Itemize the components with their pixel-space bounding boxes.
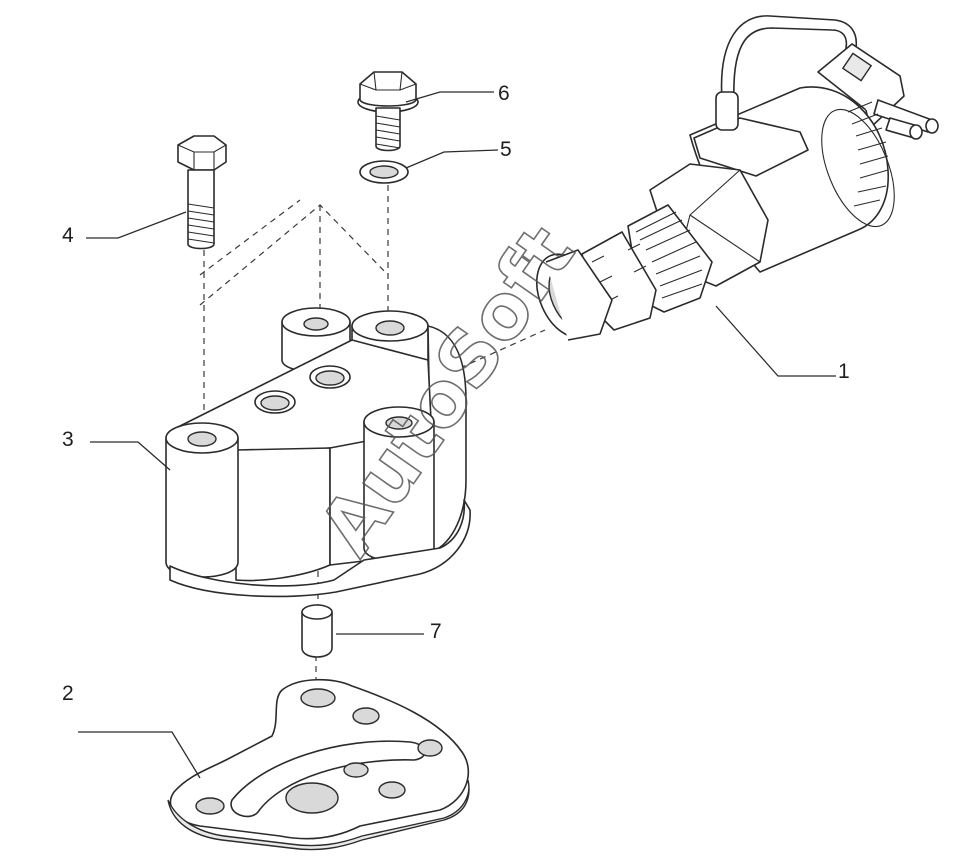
- callout-5: 5: [500, 138, 512, 161]
- callout-1: 1: [838, 360, 850, 383]
- callout-3: 3: [62, 428, 74, 451]
- callout-6: 6: [498, 82, 510, 105]
- callout-2: 2: [62, 682, 74, 705]
- bolt-part-4: [177, 135, 227, 250]
- callout-labels: 1 2 3 4 5 6 7: [62, 82, 850, 705]
- flange-bolt-part-6: [357, 71, 419, 152]
- valve-housing-part-3: [165, 307, 471, 598]
- pin-part-7: [301, 604, 333, 658]
- callout-leader-lines: [78, 91, 836, 779]
- solenoid-valve-part-1: [535, 15, 939, 341]
- callout-7: 7: [430, 620, 442, 643]
- washer-part-5: [359, 160, 409, 184]
- callout-4: 4: [62, 224, 74, 247]
- gasket-plate-part-2: [167, 678, 470, 851]
